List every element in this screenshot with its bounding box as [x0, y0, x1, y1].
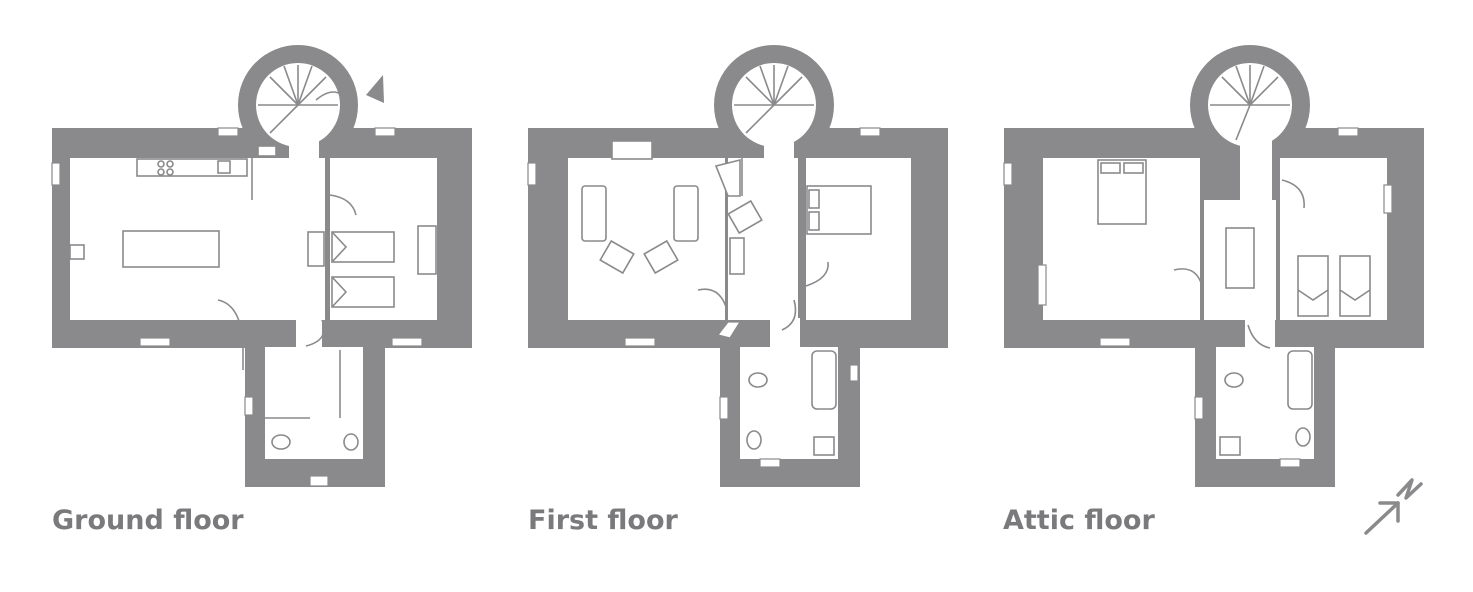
armchair-3 [727, 199, 763, 235]
kitchen-island [122, 230, 220, 268]
spiral-stair-icon [258, 65, 338, 134]
north-arrow-icon [1364, 478, 1423, 535]
bathtub [811, 350, 837, 410]
first-floor-plan [527, 45, 948, 487]
shower-tray [1219, 436, 1241, 456]
bed-pillows [808, 189, 820, 231]
bath-passage [770, 318, 800, 350]
side-cabinet [729, 237, 745, 275]
sofa-right [673, 185, 699, 242]
bedroom-room-2 [1280, 158, 1387, 320]
desk [611, 140, 653, 160]
bidet-icon [746, 430, 762, 450]
bed-covers [331, 231, 348, 308]
ground-floor-plan [51, 45, 472, 487]
annex-door-swing [305, 319, 325, 347]
armchair-1 [599, 239, 635, 275]
bedroom2-door-swing [1281, 179, 1305, 209]
single-bed-1 [1297, 255, 1329, 317]
annex-basin-icon [343, 433, 359, 451]
ground-windows [51, 127, 423, 487]
double-bed [1097, 159, 1147, 225]
toilet-icon [748, 372, 768, 388]
bedroom-room [806, 158, 911, 320]
main-door-swing [217, 299, 244, 370]
spiral-stair-icon [734, 65, 814, 134]
tower-window [257, 145, 277, 157]
single-bed-2 [1339, 255, 1371, 317]
double-bed [806, 185, 872, 235]
kitchen-sink-icon [217, 160, 231, 174]
first-floor-label: First floor [528, 505, 678, 536]
bedroom-door-swing [805, 261, 829, 287]
bath-passage [1245, 318, 1275, 350]
bedroom1-door-swing [1173, 268, 1204, 291]
first-windows [527, 127, 881, 468]
entrance-door-swing [315, 91, 353, 111]
bath-door-swing [1247, 324, 1271, 349]
spiral-stair-icon [1210, 65, 1290, 141]
bathtub [1287, 350, 1313, 410]
living-door-swing [697, 288, 728, 311]
armchair-2 [643, 239, 679, 275]
attic-windows [1003, 127, 1393, 468]
corner-window [716, 321, 742, 339]
basin-icon [69, 244, 85, 260]
entrance-arrow-icon [366, 75, 384, 103]
attic-floor-plan [1003, 45, 1424, 487]
sofa-left [581, 185, 607, 242]
dresser-unit [307, 231, 325, 267]
bidet-icon [1295, 427, 1311, 447]
stair-passage [289, 120, 319, 165]
toilet-icon [1224, 372, 1244, 388]
storage-chest [1225, 227, 1255, 289]
bed-pillows [1100, 162, 1144, 174]
cupboard-door [714, 158, 741, 197]
bedroom-door-swing [329, 194, 357, 216]
stair-passage [764, 120, 794, 165]
bed-covers [1297, 289, 1371, 301]
single-bed-1 [331, 231, 395, 263]
stair-passage [1240, 120, 1272, 210]
toilet-icon [271, 434, 291, 450]
single-bed-2 [331, 276, 395, 308]
shower-tray [813, 436, 835, 456]
fireplace [417, 225, 437, 275]
bath-door-swing [781, 299, 797, 331]
ground-floor-label: Ground floor [52, 505, 244, 536]
hob-icon [157, 160, 174, 176]
attic-floor-label: Attic floor [1003, 505, 1155, 536]
